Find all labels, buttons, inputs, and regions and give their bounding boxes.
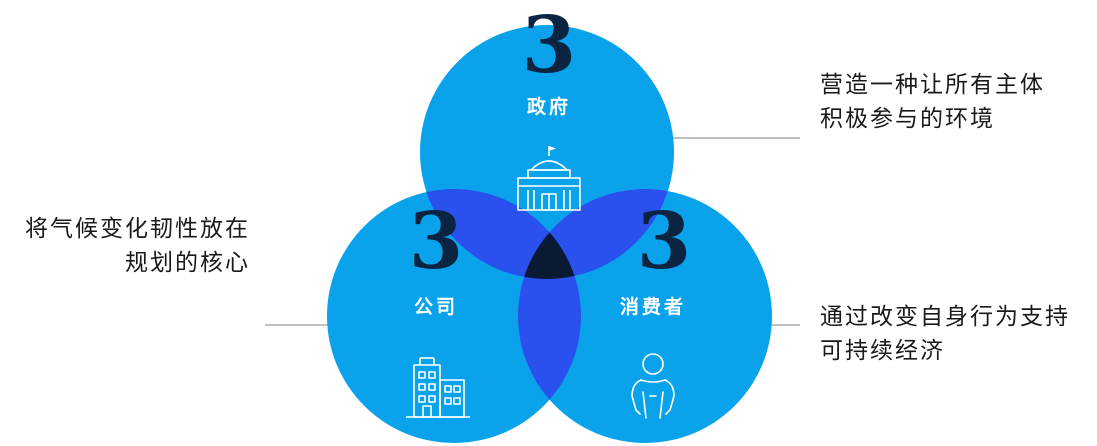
overlap-government-company [420, 189, 581, 279]
company-label: 公司 [414, 296, 458, 318]
note-company-line-2: 规划的核心 [125, 250, 250, 276]
government-label: 政府 [527, 95, 571, 118]
company-number: 3 [409, 196, 463, 287]
note-government: 营造一种让所有主体 积极参与的环境 [820, 68, 1045, 136]
consumer-number: 3 [637, 196, 691, 287]
government-number: 3 [522, 0, 576, 91]
note-consumer-line-2: 可持续经济 [820, 338, 945, 364]
note-company: 将气候变化韧性放在 规划的核心 [12, 212, 250, 280]
government-building-icon [517, 146, 581, 211]
note-government-line-1: 营造一种让所有主体 [820, 72, 1045, 98]
office-buildings-icon [406, 357, 470, 418]
note-consumer-line-1: 通过改变自身行为支持 [820, 304, 1070, 330]
overlap-government-consumer [518, 189, 674, 279]
person-icon [631, 353, 675, 419]
note-company-line-1: 将气候变化韧性放在 [25, 216, 250, 242]
consumer-label: 消费者 [620, 295, 686, 318]
note-government-line-2: 积极参与的环境 [820, 106, 995, 132]
note-consumer: 通过改变自身行为支持 可持续经济 [820, 300, 1070, 368]
